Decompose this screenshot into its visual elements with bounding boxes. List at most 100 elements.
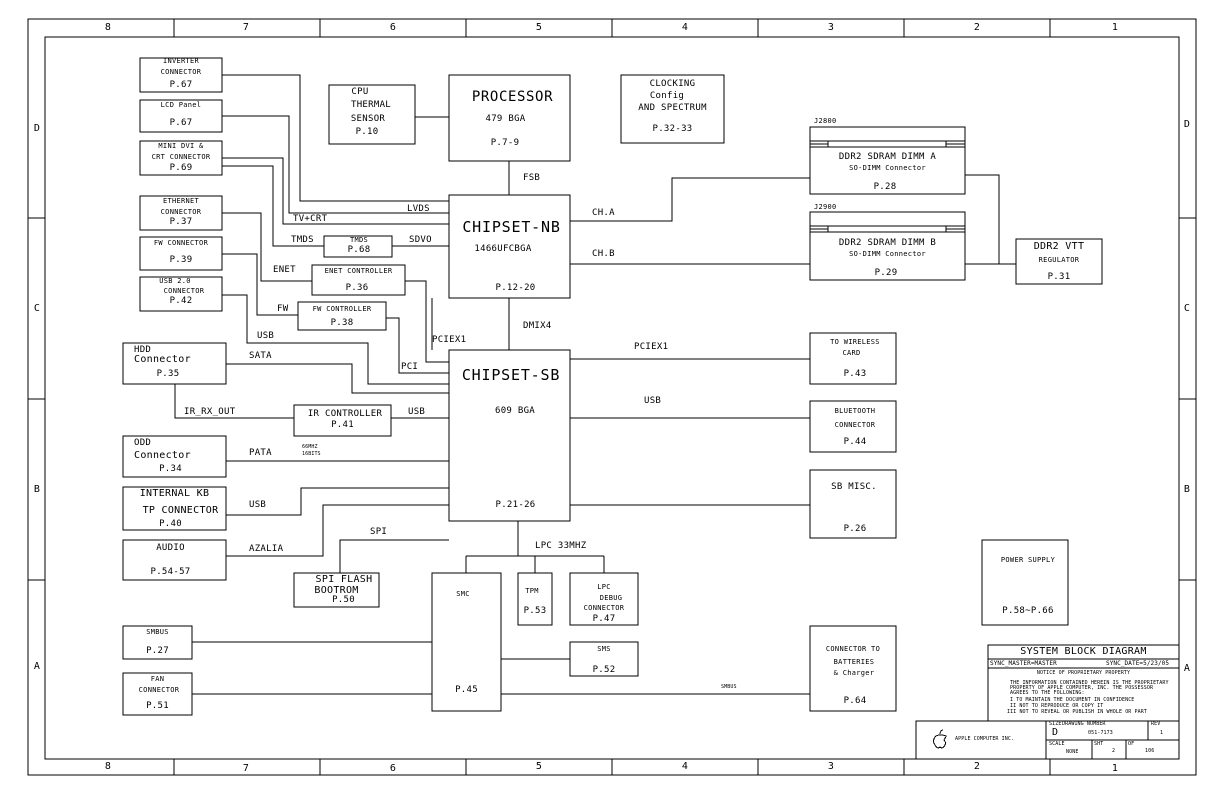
block-label: 1466UFCBGA [474,244,532,254]
page-ref: P.52 [592,665,616,675]
signal-label: SPI [370,527,388,537]
page-ref: P.10 [355,127,379,137]
page-ref: P.37 [169,217,193,227]
block-label: REGULATOR [1038,256,1080,264]
col-label: 8 [104,761,112,772]
page-ref: P.45 [455,685,478,695]
block-label: INVERTER [162,57,200,65]
signal-label: SDVO [409,235,432,245]
signal-label: PCI [401,362,419,372]
block-label: FW CONTROLLER [312,305,372,313]
page-ref: P.32-33 [652,124,693,134]
company-name: APPLE COMPUTER INC. [955,736,1015,742]
block-label: CONNECTOR TO [825,645,881,653]
page-ref: P.67 [169,80,193,90]
block-label: CONNECTOR [138,686,180,694]
page-ref: P.21-26 [495,500,536,510]
block-label: SO-DIMM Connector [849,250,926,258]
drawing-number: 051-7173 [1088,730,1113,736]
col-label: 5 [535,22,543,33]
row-label: B [33,484,41,495]
page-ref: P.64 [843,696,867,706]
block-label: CONNECTOR [163,287,205,295]
block-label: & Charger [833,669,875,677]
size-label: SIZE [1049,721,1062,727]
signal-label: PCIEX1 [432,335,467,345]
col-label: 2 [973,22,981,33]
block-label: POWER SUPPLY [1000,556,1056,564]
page-ref: P.50 [332,595,355,605]
block-label: SMC [456,590,470,598]
block-label: SO-DIMM Connector [849,164,926,172]
sheet-label: SHT [1094,741,1104,747]
signal-label: LVDS [407,204,430,214]
block-title: CHIPSET-SB [461,366,561,384]
col-label: 1 [1111,763,1119,774]
page-ref: P.26 [843,524,867,534]
col-label: 2 [973,761,981,772]
scale-value: NONE [1066,749,1079,755]
signal-label: CH.A [592,208,615,218]
block-label: 609 BGA [494,406,536,416]
block-label: THERMAL [350,100,392,110]
signal-label: ENET [273,265,296,275]
row-label: C [33,303,41,314]
block-title: PROCESSOR [471,89,554,105]
scale-label: SCALE [1049,741,1065,747]
block-label: BATTERIES [833,658,875,666]
rev-label: REV [1151,721,1161,727]
page-ref: P.51 [146,701,169,711]
block-label: CARD [842,349,861,357]
col-label: 7 [242,22,250,33]
notice-text: PROPERTY OF APPLE COMPUTER, INC. THE POS… [1010,685,1154,691]
signal-label: TV+CRT [293,214,328,224]
col-label: 6 [389,763,397,774]
notice-title: NOTICE OF PROPRIETARY PROPERTY [1036,670,1131,676]
ref-designator: J2900 [814,203,837,211]
block-label: LCD Panel [160,101,202,109]
block-label: MINI DVI & [158,142,204,150]
page-ref: P.40 [159,519,182,529]
signal-label: IR_RX_OUT [184,407,236,417]
block-label: CONNECTOR [834,421,876,429]
apple-logo-icon [933,729,947,749]
signal-label: USB [408,407,426,417]
page-ref: P.69 [169,163,193,173]
block-label: CONNECTOR [160,208,202,216]
col-label: 7 [242,763,250,774]
signal-label: PATA [249,448,272,458]
page-ref: P.58~P.66 [1002,606,1054,616]
ref-designator: J2800 [814,117,837,125]
block-label: HDD [134,345,152,355]
block-label: Config [649,91,685,101]
col-label: 8 [104,22,112,33]
page-ref: P.29 [874,268,898,278]
notice-text: III NOT TO REVEAL OR PUBLISH IN WHOLE OR… [1007,709,1147,715]
row-label: D [33,123,41,134]
signal-label: FW [277,304,289,314]
signal-label: PCIEX1 [634,342,669,352]
notice-text: II NOT TO REPRODUCE OR COPY IT [1010,703,1104,709]
drawing-label: DRAWING NUMBER [1062,721,1106,727]
page-ref: P.38 [330,318,354,328]
col-label: 1 [1111,22,1119,33]
block-label: SPI FLASH [315,574,373,585]
block-label: SMBUS [146,628,169,636]
notice-text: AGREES TO THE FOLLOWING: [1010,690,1085,696]
page-ref: P.43 [843,369,867,379]
page-ref: P.67 [169,118,193,128]
block-label: TMDS [349,236,369,244]
block-label: Connector [134,354,191,365]
page-ref: P.53 [523,606,547,616]
block-label: IR CONTROLLER [307,409,383,419]
block-label: 479 BGA [485,114,526,124]
block-label: BOOTROM [314,585,359,596]
block-label: FW CONNECTOR [153,239,209,247]
block-label: DDR2 SDRAM DIMM A [838,152,937,162]
rev-value: 1 [1160,730,1164,736]
page-ref: P.54-57 [150,567,191,577]
page-ref: P.39 [169,255,193,265]
block-label: INTERNAL KB [139,488,210,499]
